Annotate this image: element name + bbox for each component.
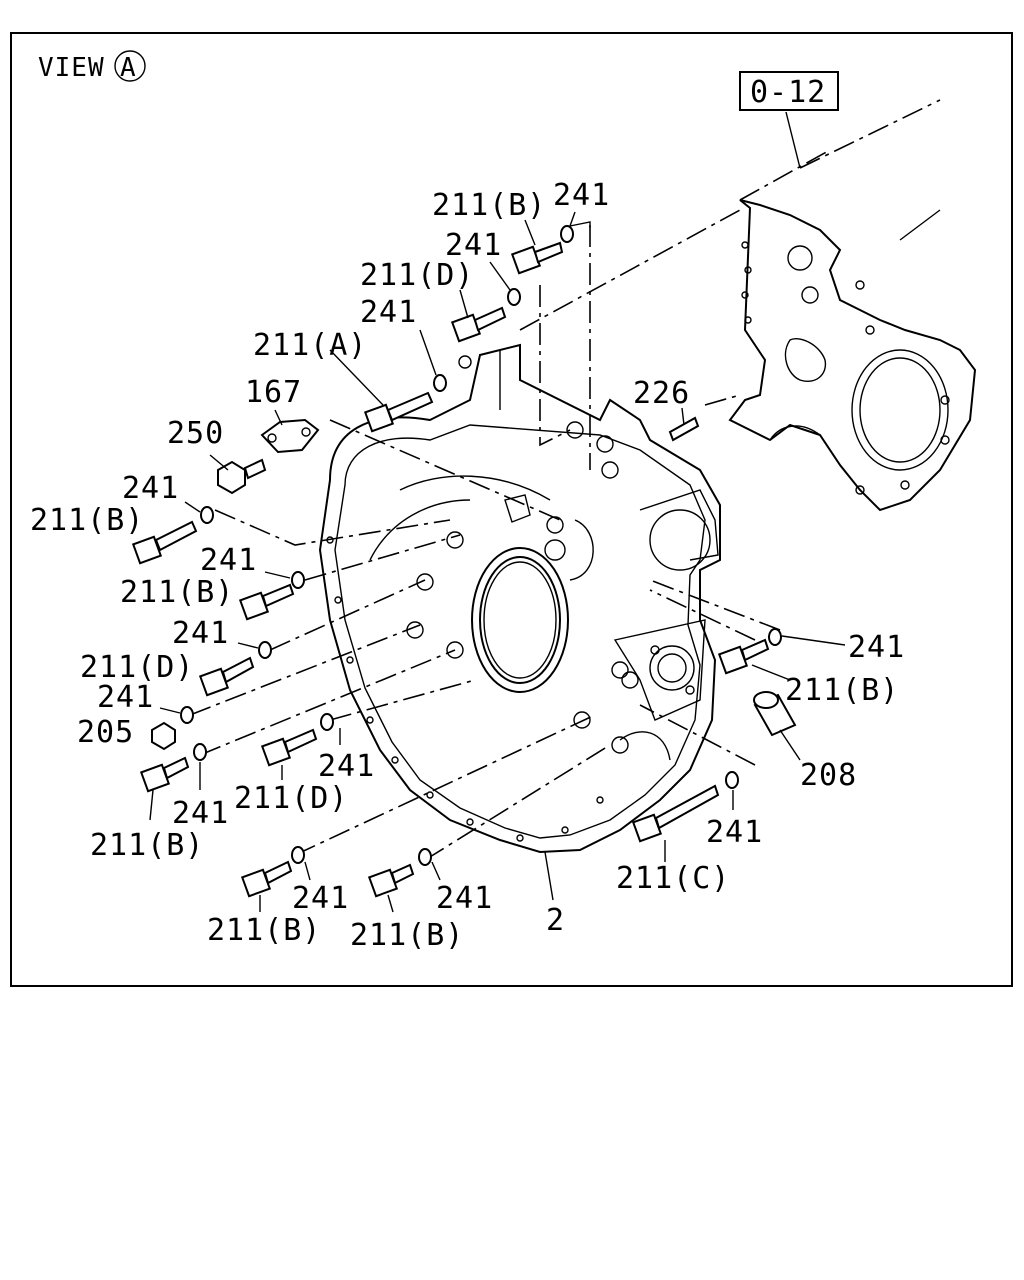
assembly-lines [189, 209, 781, 861]
callout-241: 241 [122, 471, 179, 506]
bolt-211d-top [450, 306, 507, 343]
view-letter-circle [114, 50, 146, 82]
bolt-211d-left [198, 656, 255, 697]
callout-241: 241 [172, 616, 229, 651]
bolt-211b-bot2 [367, 863, 415, 898]
washer-241 [507, 288, 521, 306]
washer-241 [258, 641, 272, 659]
bolt-211a [363, 391, 434, 433]
view-label: VIEW [38, 53, 105, 83]
callout-241: 241 [172, 796, 229, 831]
callout-211b: 211(B) [120, 575, 234, 610]
bolt-211b-left1 [131, 520, 198, 565]
callout-241: 241 [706, 815, 763, 850]
washer-241 [433, 374, 447, 392]
bolt-211b-bot1 [240, 860, 293, 898]
cover-plate-167 [260, 418, 320, 454]
callout-241: 241 [97, 680, 154, 715]
callout-208: 208 [800, 758, 857, 793]
callout-211c: 211(C) [616, 861, 730, 896]
ref-box-label: 0-12 [750, 75, 826, 110]
washer-241 [193, 743, 207, 761]
callout-241: 241 [360, 295, 417, 330]
callout-241: 241 [553, 178, 610, 213]
nut-205 [151, 721, 176, 751]
view-letter: A [120, 53, 137, 83]
callout-241: 241 [318, 749, 375, 784]
bushing-208 [753, 691, 797, 737]
bolt-211c [631, 784, 720, 843]
leader-lines [149, 211, 846, 913]
callout-241: 241 [848, 630, 905, 665]
ref-leader [785, 111, 801, 169]
washer-241 [320, 713, 334, 731]
fasteners [131, 225, 797, 898]
callout-167: 167 [245, 375, 302, 410]
callout-211b: 211(B) [90, 828, 204, 863]
bolt-211b-left2 [238, 583, 295, 621]
washer-241 [200, 506, 214, 524]
callout-211d: 211(D) [234, 781, 348, 816]
callout-211b: 211(B) [785, 673, 899, 708]
washer-241 [180, 706, 194, 724]
callout-211b: 211(B) [432, 188, 546, 223]
flywheel-housing [318, 343, 721, 854]
callout-211b: 211(B) [207, 913, 321, 948]
callout-241: 241 [292, 881, 349, 916]
callout-241: 241 [436, 881, 493, 916]
bolt-211b-top [510, 241, 564, 275]
callout-241: 241 [445, 228, 502, 263]
engine-block-reference [728, 99, 977, 512]
bolt-211d-mid [260, 728, 318, 767]
callout-250: 250 [167, 416, 224, 451]
washer-241 [725, 771, 739, 789]
bolt-211b-left3 [139, 756, 190, 793]
callout-205: 205 [77, 715, 134, 750]
callout-211d: 211(D) [360, 258, 474, 293]
washer-241 [560, 225, 574, 243]
ref-box [739, 71, 839, 111]
washer-241 [418, 848, 432, 866]
callout-211a: 211(A) [253, 328, 367, 363]
callout-211b: 211(B) [30, 503, 144, 538]
callout-241: 241 [200, 543, 257, 578]
callout-211d: 211(D) [80, 650, 194, 685]
washer-241 [291, 846, 305, 864]
callout-211b: 211(B) [350, 918, 464, 953]
washer-241 [768, 628, 782, 646]
callout-labels: 211(B) 241 241 211(D) 241 211(A) 167 226… [30, 178, 905, 953]
callout-226: 226 [633, 376, 690, 411]
callout-2: 2 [546, 903, 565, 938]
washer-241 [291, 571, 305, 589]
stud-226 [668, 416, 700, 442]
diagram-frame [10, 32, 1013, 987]
plug-250 [217, 458, 267, 495]
bolt-211b-right [717, 638, 770, 675]
